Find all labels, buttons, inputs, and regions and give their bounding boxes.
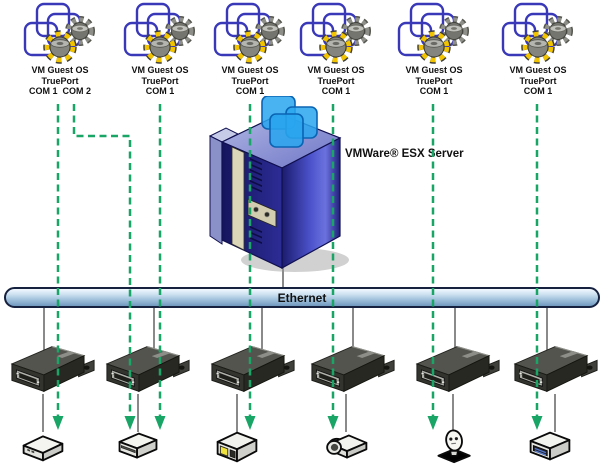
serial-device-server-icon — [9, 342, 97, 395]
camera-icon — [431, 427, 479, 466]
serial-device-server-icon — [309, 342, 397, 395]
vm-guest-gears-icon — [114, 2, 206, 64]
vm-guest-gears-icon — [388, 2, 480, 64]
card-reader-icon — [213, 427, 261, 466]
ethernet-bus: Ethernet — [4, 287, 600, 308]
serial-device-server-icon — [414, 342, 502, 395]
server-label: VMWare® ESX Server — [345, 148, 464, 160]
printer-roll-icon — [323, 427, 371, 466]
vm-guest-gears-icon — [14, 2, 106, 64]
modem-icon — [114, 427, 162, 466]
vm-guest-gears-icon — [290, 2, 382, 64]
esx-server-tower-icon — [200, 96, 350, 274]
vm-guest-gears-icon — [492, 2, 584, 64]
serial-device-server-icon — [104, 342, 192, 395]
storage-drive-icon — [526, 427, 574, 466]
serial-device-server-icon — [512, 342, 600, 395]
serial-device-server-icon — [209, 342, 297, 395]
esx-server — [200, 96, 350, 274]
terminal-icon — [19, 427, 67, 466]
ethernet-label: Ethernet — [277, 291, 327, 305]
